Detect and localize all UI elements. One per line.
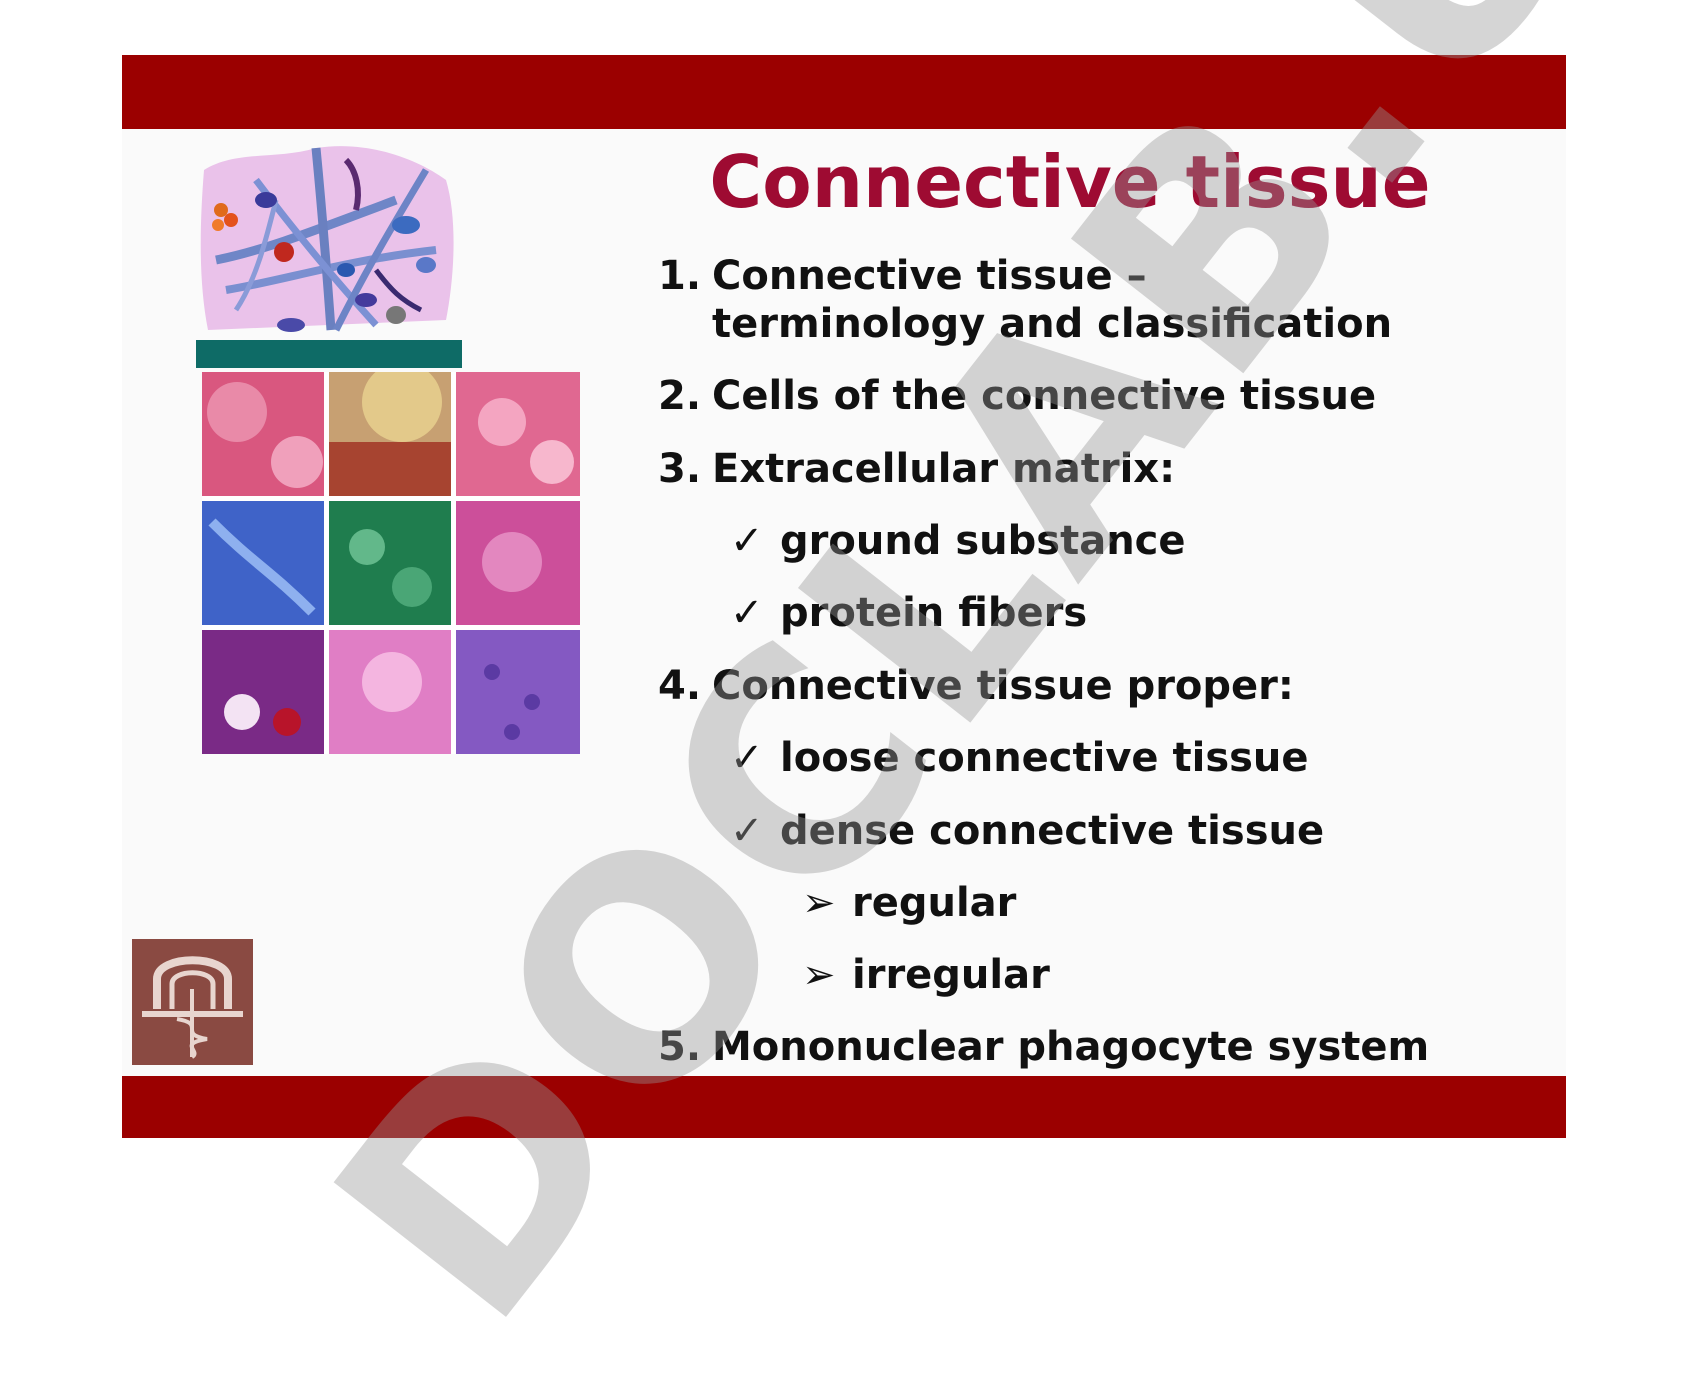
sub-item-loose-connective-tissue: ✓ loose connective tissue bbox=[730, 734, 1309, 782]
list-item-2: 2.Cells of the connective tissue bbox=[658, 372, 1376, 420]
list-item-5: 5.Mononuclear phagocyte system bbox=[658, 1023, 1429, 1071]
item-text: dense connective tissue bbox=[780, 808, 1325, 854]
list-item-4: 4.Connective tissue proper: bbox=[658, 662, 1294, 710]
check-icon: ✓ bbox=[730, 808, 764, 854]
sub-item-dense-connective-tissue: ✓ dense connective tissue bbox=[730, 807, 1324, 855]
micrograph-8 bbox=[329, 630, 451, 754]
item-text: irregular bbox=[852, 952, 1050, 998]
item-text: Extracellular matrix: bbox=[712, 446, 1176, 492]
micrograph-5 bbox=[329, 501, 451, 625]
micrograph-7 bbox=[202, 630, 324, 754]
institution-logo bbox=[132, 939, 253, 1065]
item-text: protein fibers bbox=[780, 590, 1088, 636]
item-number: 4. bbox=[658, 663, 702, 709]
item-number: 3. bbox=[658, 446, 702, 492]
item-text: loose connective tissue bbox=[780, 735, 1309, 781]
histology-image-grid bbox=[202, 372, 580, 754]
top-banner bbox=[122, 55, 1566, 129]
item-text: regular bbox=[852, 880, 1017, 926]
bottom-banner bbox=[122, 1076, 1566, 1138]
list-item-1-continued: terminology and classification bbox=[712, 300, 1392, 348]
check-icon: ✓ bbox=[730, 590, 764, 636]
item-number: 1. bbox=[658, 253, 702, 299]
check-icon: ✓ bbox=[730, 735, 764, 781]
micrograph-1 bbox=[202, 372, 324, 496]
item-text: Cells of the connective tissue bbox=[712, 373, 1377, 419]
item-text: ground substance bbox=[780, 518, 1186, 564]
micrograph-6 bbox=[456, 501, 580, 625]
connective-tissue-illustration bbox=[196, 146, 462, 368]
list-item-1: 1.Connective tissue – bbox=[658, 252, 1147, 300]
item-text: Mononuclear phagocyte system bbox=[712, 1024, 1430, 1070]
list-item-3: 3.Extracellular matrix: bbox=[658, 445, 1175, 493]
micrograph-3 bbox=[456, 372, 580, 496]
sub-item-ground-substance: ✓ ground substance bbox=[730, 517, 1186, 565]
arrow-bullet-icon: ➢ bbox=[802, 952, 836, 998]
micrograph-2 bbox=[329, 372, 451, 496]
item-text-line2: terminology and classification bbox=[712, 301, 1393, 347]
micrograph-4 bbox=[202, 501, 324, 625]
slide-title: Connective tissue bbox=[709, 140, 1431, 224]
sub-item-protein-fibers: ✓ protein fibers bbox=[730, 589, 1087, 637]
arrow-bullet-icon: ➢ bbox=[802, 880, 836, 926]
check-icon: ✓ bbox=[730, 518, 764, 564]
sub-sub-item-regular: ➢ regular bbox=[802, 879, 1016, 927]
item-number: 5. bbox=[658, 1024, 702, 1070]
micrograph-9 bbox=[456, 630, 580, 754]
item-text: Connective tissue proper: bbox=[712, 663, 1294, 709]
sub-sub-item-irregular: ➢ irregular bbox=[802, 951, 1050, 999]
item-text-line1: Connective tissue – bbox=[712, 253, 1147, 299]
item-number: 2. bbox=[658, 373, 702, 419]
